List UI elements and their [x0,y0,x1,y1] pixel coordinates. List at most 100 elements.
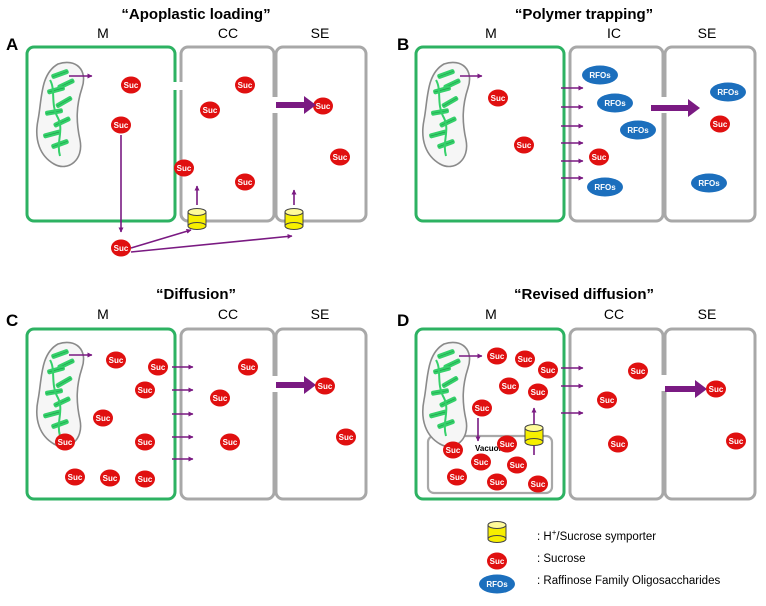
sucrose-label: Suc [124,81,139,90]
sucrose-molecule: Suc [515,350,535,368]
rfo-label: RFOs [589,71,611,80]
rfo-label: RFOs [486,580,508,589]
sucrose-molecule: Suc [608,435,628,453]
sucrose-label: Suc [109,356,124,365]
sucrose-label: Suc [713,120,728,129]
chloroplast-icon [422,61,471,168]
sucrose-label: Suc [238,178,253,187]
rfo-label: RFOs [594,183,616,192]
sucrose-label: Suc [490,478,505,487]
sucrose-label: Suc [518,355,533,364]
panel-d-sieve-pore [660,375,668,391]
sucrose-molecule: Suc [121,76,141,94]
sucrose-label: Suc [318,382,333,391]
sucrose-label: Suc [238,81,253,90]
sucrose-molecule: Suc [55,433,75,451]
sucrose-molecule: Suc [93,409,113,427]
transport-arrow [130,233,293,253]
sucrose-molecule: Suc [487,347,507,365]
sucrose-label: Suc [510,461,525,470]
sucrose-molecule: Suc [514,136,534,154]
sucrose-molecule: Suc [528,383,548,401]
sucrose-label: Suc [138,438,153,447]
sucrose-label: Suc [151,363,166,372]
legend-rfo-label: : Raffinose Family Oligosaccharides [537,575,720,587]
sucrose-molecule: Suc [336,428,356,446]
panel-b-letter: B [397,35,409,54]
sucrose-molecule: Suc [238,358,258,376]
panel-d-sieve-element [663,327,757,501]
sucrose-label: Suc [517,141,532,150]
sucrose-molecule: Suc [471,453,491,471]
panel-b-mesophyll-cell [414,45,566,223]
panel-d-title: “Revised diffusion” [514,286,654,303]
sucrose-molecule: Suc [497,435,517,453]
rfo-label: RFOs [698,179,720,188]
panel-c-sieve-pore [271,376,279,392]
bulk-flow-arrow-head [688,99,700,117]
panel-b-title: “Polymer trapping” [515,6,653,23]
rfo-molecule: RFOs [691,173,727,193]
sucrose-label: Suc [103,474,118,483]
sucrose-molecule: Suc [538,361,558,379]
legend-sucrose-label: : Sucrose [537,553,586,565]
sucrose-molecule: Suc [210,389,230,407]
sucrose-label: Suc [114,121,129,130]
panel-b-cell-ic-label: IC [607,25,621,41]
panel-a-sieve-element [274,45,368,223]
sucrose-label: Suc [541,366,556,375]
sucrose-label: Suc [223,438,238,447]
sucrose-label: Suc [500,440,515,449]
sucrose-label: Suc [333,153,348,162]
panel-a-title: “Apoplastic loading” [121,6,270,23]
sucrose-label: Suc [611,440,626,449]
sucrose-molecule: Suc [148,358,168,376]
sucrose-molecule: Suc [135,433,155,451]
sucrose-molecule: Suc [447,468,467,486]
symporter-icon [284,208,304,230]
sucrose-label: Suc [339,433,354,442]
panel-c-cell-se-label: SE [311,306,330,322]
panel-c-cell-m-label: M [97,306,109,322]
panel-a-cell-cc-label: CC [218,25,238,41]
sucrose-label: Suc [490,557,505,566]
sucrose-label: Suc [475,404,490,413]
sucrose-label: Suc [138,386,153,395]
sucrose-molecule: Suc [135,381,155,399]
sucrose-label: Suc [203,106,218,115]
sucrose-molecule: Suc [487,552,507,570]
rfo-label: RFOs [604,99,626,108]
sucrose-molecule: Suc [597,391,617,409]
vacuole-label: Vacuole [475,444,506,453]
sucrose-label: Suc [450,473,465,482]
bulk-flow-arrow-head [304,96,316,114]
sucrose-label: Suc [96,414,111,423]
sucrose-label: Suc [592,153,607,162]
sucrose-molecule: Suc [135,470,155,488]
panel-d-letter: D [397,311,409,330]
sucrose-molecule: Suc [106,351,126,369]
panel-c-letter: C [6,311,18,330]
panel-b-cell-m-label: M [485,25,497,41]
chloroplast-icon [422,341,471,448]
panel-c-companion-cell [179,327,276,501]
sucrose-molecule: Suc [589,148,609,166]
panel-d-mesophyll-cell [414,327,566,501]
symporter-icon [187,208,207,230]
sucrose-label: Suc [531,480,546,489]
sucrose-molecule: Suc [65,468,85,486]
sucrose-molecule: Suc [111,116,131,134]
sucrose-molecule: Suc [487,473,507,491]
sucrose-label: Suc [316,102,331,111]
rfo-molecule: RFOs [710,82,746,102]
sucrose-molecule: Suc [313,97,333,115]
sucrose-label: Suc [177,164,192,173]
panel-a-wall-gap [172,82,184,90]
bulk-flow-arrow-head [304,376,316,394]
panel-a-sieve-pore [271,97,279,113]
rfo-label: RFOs [717,88,739,97]
sucrose-molecule: Suc [111,239,131,257]
rfo-molecule: RFOs [479,574,515,594]
sucrose-label: Suc [446,446,461,455]
